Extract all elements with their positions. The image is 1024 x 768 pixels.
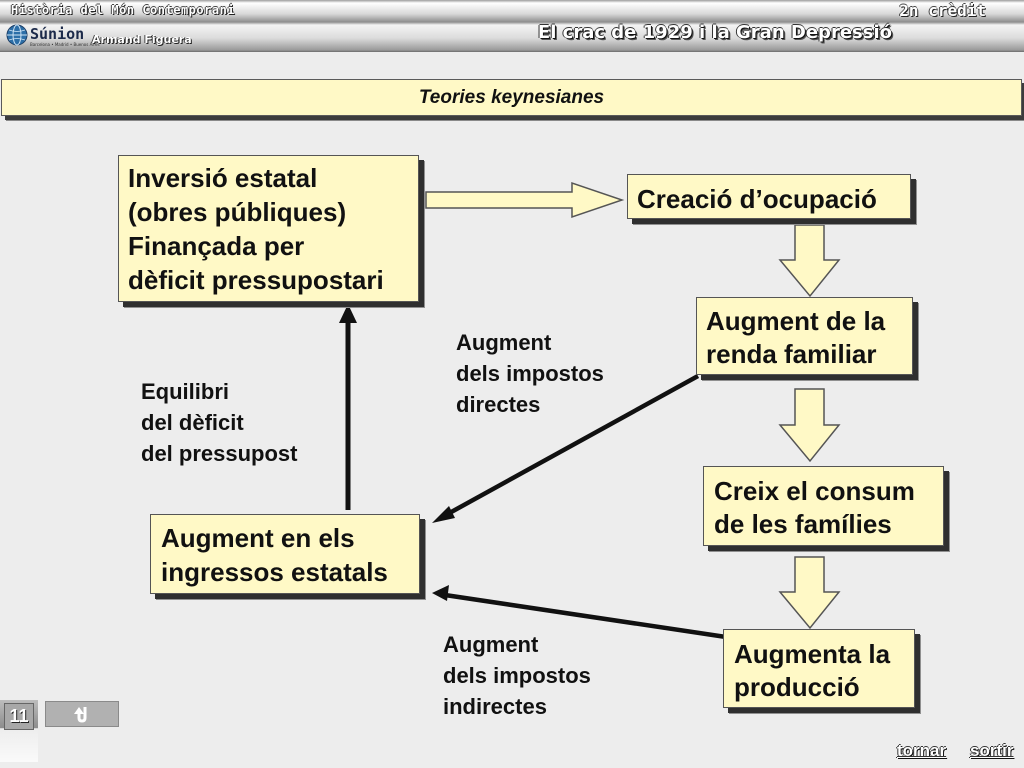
box-employment-creation-text: Creació d’ocupació [637, 184, 877, 214]
box-production-increase-text: Augmenta la producció [734, 639, 891, 702]
box-consumption-growth: Creix el consum de les famílies [703, 466, 944, 546]
publisher-subtitle: Barcelona • Madrid • Buenos Aires [30, 42, 100, 47]
publisher-name: Súnion [30, 25, 85, 43]
arrow-production-to-revenue [444, 592, 727, 640]
arrow-consumption-to-production [778, 556, 841, 630]
box-state-revenue-text: Augment en els ingressos estatals [161, 523, 388, 587]
box-state-revenue: Augment en els ingressos estatals [150, 514, 420, 594]
box-family-income-text: Augment de la renda familiar [706, 306, 886, 369]
nav-exit-link[interactable]: sortir [970, 741, 1014, 760]
unit-title: El crac de 1929 i la Gran Depressió [537, 22, 892, 43]
box-state-investment-text: Inversió estatal (obres públiques) Finan… [128, 163, 384, 295]
box-employment-creation: Creació d’ocupació [627, 174, 911, 219]
arrow-investment-to-employment [425, 181, 625, 219]
section-title: Teories keynesianes [418, 86, 605, 108]
arrowhead-production-to-revenue [432, 585, 449, 601]
page-number: 11 [4, 703, 34, 730]
label-deficit-balance: Equilibri del dèficit del pressupost [141, 379, 298, 466]
box-production-increase: Augmenta la producció [723, 629, 915, 708]
arrowhead-revenue-to-investment [339, 304, 357, 323]
box-state-investment: Inversió estatal (obres públiques) Finan… [118, 155, 419, 302]
credit-label: 2n crèdit [899, 1, 986, 20]
header-bar [0, 0, 1024, 52]
nav-back-link[interactable]: tornar [897, 741, 947, 760]
course-title: Història del Món Contemporani [11, 3, 236, 17]
label-direct-taxes: Augment dels impostos directes [456, 330, 604, 417]
box-consumption-growth-text: Creix el consum de les famílies [714, 476, 915, 539]
sunion-logo-icon [6, 24, 28, 46]
box-family-income: Augment de la renda familiar [696, 297, 913, 375]
arrowhead-income-to-revenue [432, 506, 455, 523]
return-arrow-icon [74, 707, 87, 723]
arrow-income-to-revenue [442, 374, 700, 518]
section-banner: Teories keynesianes [1, 79, 1022, 116]
return-button[interactable] [45, 701, 119, 727]
label-indirect-taxes: Augment dels impostos indirectes [443, 632, 591, 719]
arrow-income-to-consumption [778, 388, 841, 463]
author-name: Armand Figuera [92, 33, 192, 46]
arrow-employment-to-income [778, 224, 841, 298]
